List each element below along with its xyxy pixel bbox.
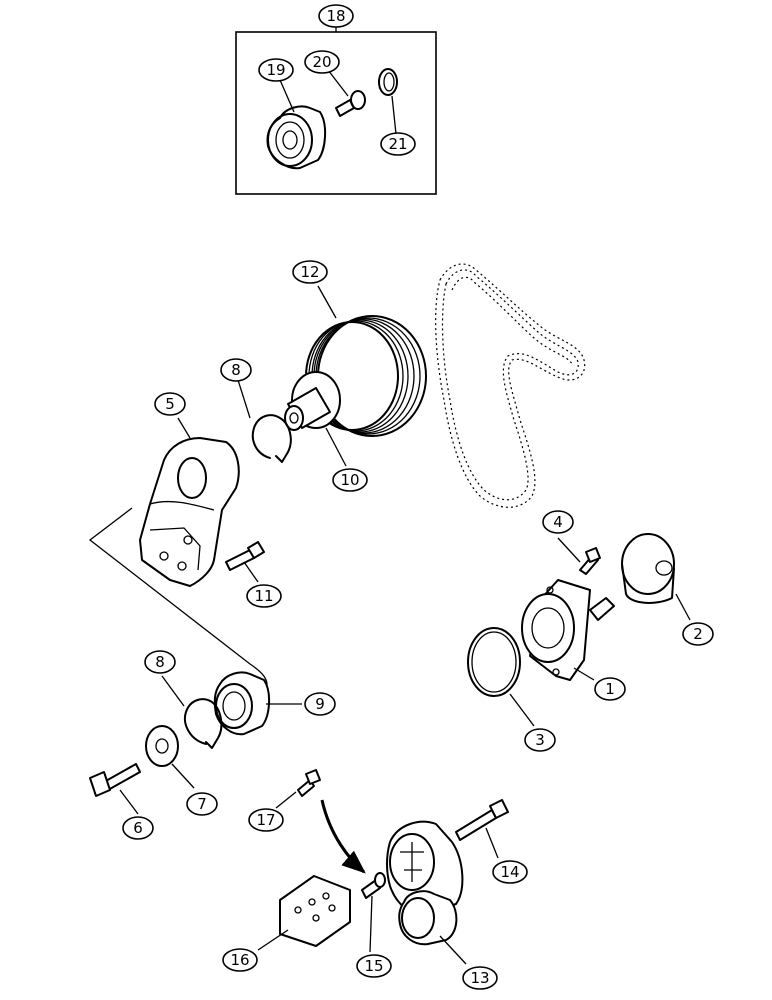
callout-label: 9	[315, 695, 325, 713]
snap-ring-lower	[184, 698, 223, 749]
mount-screw	[297, 769, 321, 797]
leader-lines	[119, 69, 691, 965]
drive-belt	[435, 263, 586, 508]
callout: 15	[356, 954, 392, 978]
callout: 11	[246, 584, 282, 608]
callout: 19	[258, 58, 294, 82]
callout: 1	[594, 677, 626, 701]
callout-label: 16	[230, 951, 249, 969]
callout: 2	[682, 622, 714, 646]
callout: 9	[304, 692, 336, 716]
kit-ring	[378, 68, 398, 96]
pump-o-ring	[467, 627, 521, 697]
callout-label: 8	[231, 361, 241, 379]
callout-label: 11	[254, 587, 273, 605]
callout: 10	[332, 468, 368, 492]
callout: 12	[292, 260, 328, 284]
callout-label: 7	[197, 795, 207, 813]
callout: 5	[154, 392, 186, 416]
pump-sleeve	[621, 533, 675, 604]
callout: 21	[380, 132, 416, 156]
belt-tensioner	[386, 820, 464, 946]
callout-label: 20	[312, 53, 331, 71]
pulley-hub	[284, 371, 341, 431]
callout: 6	[122, 816, 154, 840]
kit-screw	[335, 90, 366, 117]
idler-washer	[145, 725, 179, 767]
callout: 17	[248, 808, 284, 832]
callout-label: 5	[165, 395, 175, 413]
callout-label: 4	[553, 513, 563, 531]
tensioner-plate	[279, 875, 351, 947]
callout-label: 2	[693, 625, 703, 643]
callout: 18	[318, 4, 354, 28]
callout-label: 19	[266, 61, 285, 79]
mounting-bracket	[139, 437, 240, 587]
tensioner-screw	[361, 872, 386, 899]
direction-arrow	[320, 799, 366, 874]
callout: 3	[524, 728, 556, 752]
callout-label: 15	[364, 957, 383, 975]
callout: 7	[186, 792, 218, 816]
callout-label: 3	[535, 731, 545, 749]
tensioner-bolt	[455, 799, 509, 841]
water-pump	[521, 579, 615, 681]
snap-ring-upper	[251, 414, 292, 463]
callout: 20	[304, 50, 340, 74]
callout-label: 21	[388, 135, 407, 153]
assembly-guide-line	[88, 507, 268, 691]
callout: 8	[220, 358, 252, 382]
idler-bearing	[213, 671, 270, 736]
callout: 16	[222, 948, 258, 972]
bracket-bolt	[225, 541, 265, 571]
idler-bolt	[89, 763, 141, 797]
callout-label: 18	[326, 7, 345, 25]
callout-label: 14	[500, 863, 519, 881]
callout-label: 8	[155, 653, 165, 671]
pump-bolt	[579, 547, 601, 575]
callout-label: 17	[256, 811, 275, 829]
callout-label: 1	[605, 680, 615, 698]
callout: 13	[462, 966, 498, 990]
callout: 14	[492, 860, 528, 884]
callout-label: 6	[133, 819, 143, 837]
callout: 4	[542, 510, 574, 534]
kit-bearing	[266, 105, 326, 170]
callout-label: 12	[300, 263, 319, 281]
callout-label: 10	[340, 471, 359, 489]
callout-label: 13	[470, 969, 489, 987]
callout: 8	[144, 650, 176, 674]
